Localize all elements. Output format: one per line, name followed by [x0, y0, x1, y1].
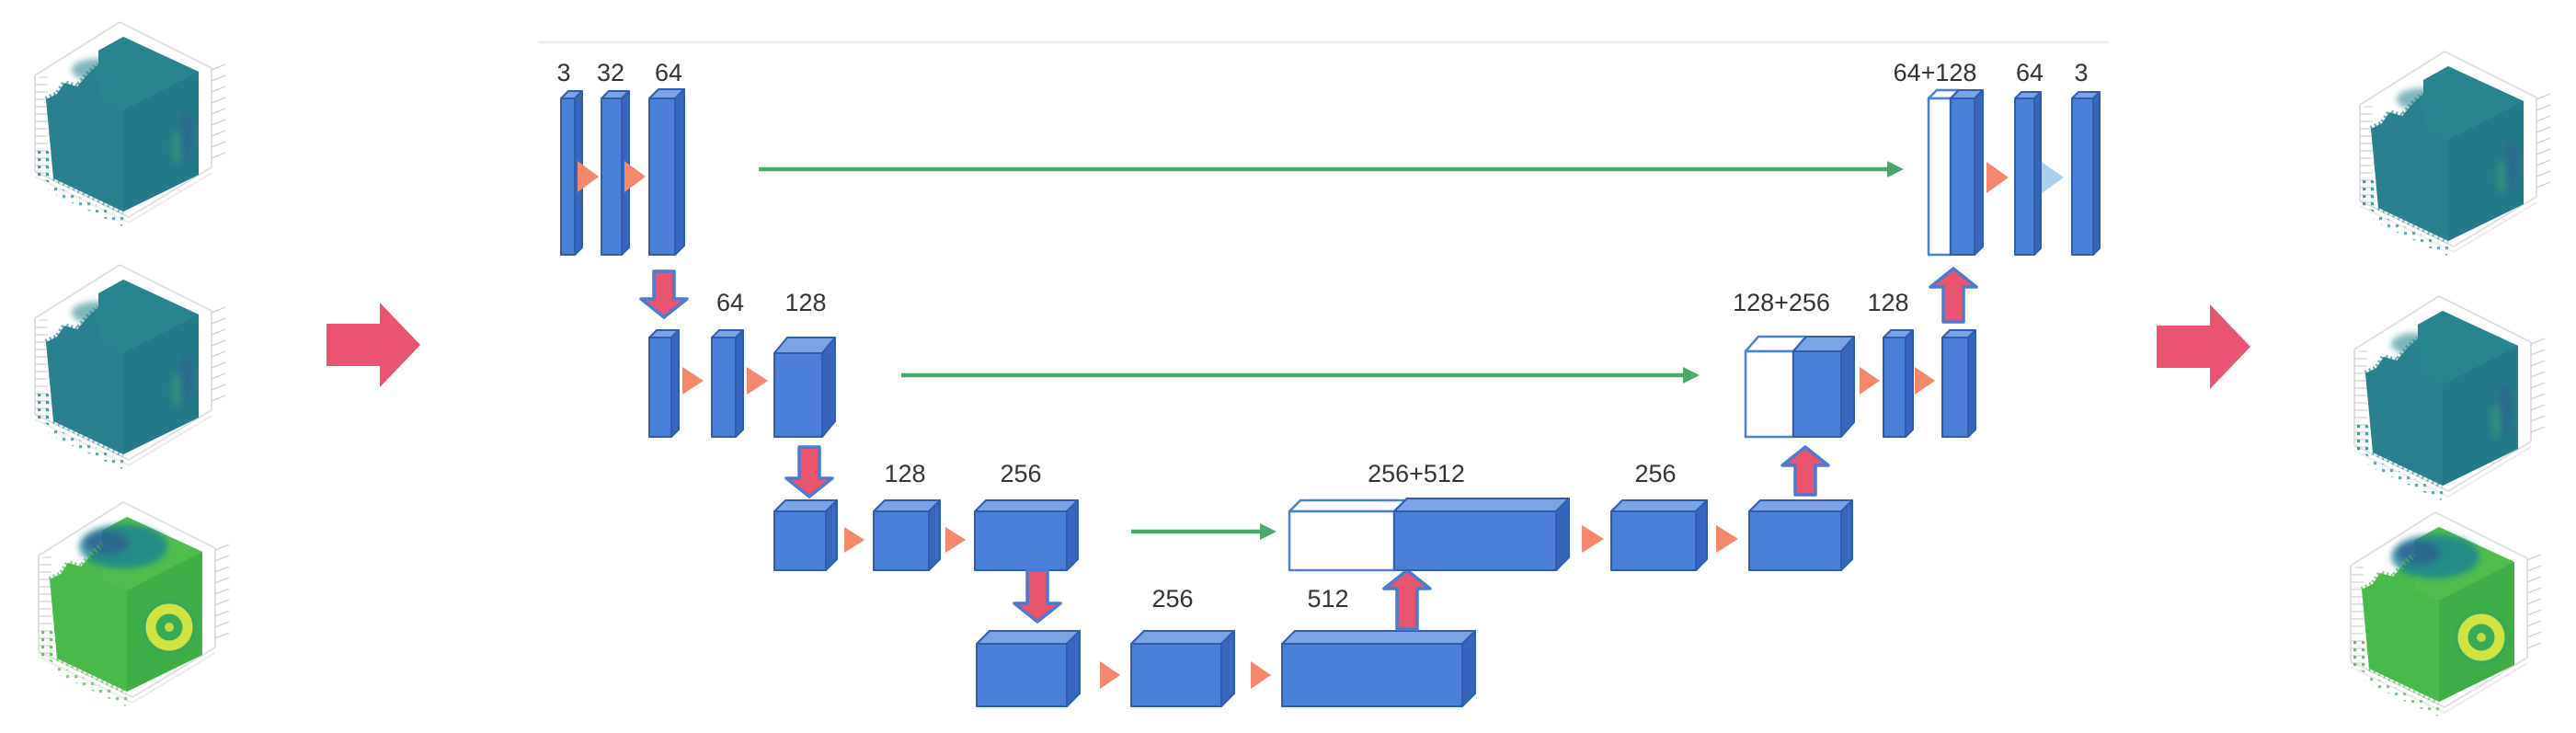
skip-connections — [759, 161, 1904, 540]
conv-arrow-icon — [578, 161, 599, 192]
conv-block — [711, 329, 744, 438]
final-conv-arrow-icon — [2042, 162, 2064, 193]
decoder-level3: 256+512 256 — [1288, 460, 1853, 572]
conv-arrow-icon — [682, 367, 704, 395]
conv-arrow-icon — [1100, 661, 1120, 689]
upsample-arrow-icon — [1780, 445, 1830, 497]
input-volumes — [35, 22, 229, 706]
channels-label: 3 — [2074, 59, 2088, 86]
channels-label: 64 — [655, 59, 682, 86]
conv-block — [1748, 499, 1853, 571]
concat-block — [1927, 88, 1984, 257]
channels-label: 256 — [1634, 460, 1676, 487]
output-volume-1 — [2360, 52, 2550, 256]
channels-label: 32 — [597, 59, 624, 86]
upsample-arrow-icon — [1929, 267, 1978, 324]
channels-label: 128 — [784, 289, 826, 316]
encoder-level1: 3 32 64 — [556, 59, 685, 256]
channels-label: 128 — [1867, 289, 1908, 316]
encoder-level2: 64 128 — [648, 289, 836, 438]
conv-arrow-icon — [844, 527, 864, 553]
conv-block — [1883, 329, 1914, 438]
downsample-arrow-icon — [1013, 568, 1062, 624]
output-volume-2 — [2354, 296, 2545, 500]
output-flow-arrow-icon — [2157, 304, 2250, 389]
channels-label: 64 — [716, 289, 744, 316]
input-volume-1 — [35, 22, 225, 226]
conv-block — [976, 630, 1081, 707]
output-conv-block — [2071, 91, 2101, 256]
output-volume-3 — [2351, 512, 2541, 716]
conv-block — [648, 88, 685, 256]
concat-block — [1744, 335, 1855, 439]
bottleneck-level: 256 512 — [976, 585, 1476, 707]
conv-block — [1610, 499, 1708, 571]
conv-block — [873, 499, 941, 571]
upsample-arrow-icon — [1382, 568, 1432, 631]
output-volumes — [2351, 52, 2550, 716]
decoder-level2: 128+256 128 — [1733, 289, 1976, 439]
encoder-level3: 128 256 — [773, 460, 1079, 571]
conv-block — [1281, 630, 1476, 707]
conv-block — [1130, 630, 1235, 707]
downsample-arrow-icon — [784, 445, 834, 498]
conv-block — [601, 90, 630, 256]
concat-block — [1288, 498, 1570, 572]
downsample-arrow-icon — [639, 269, 689, 319]
conv-arrow-icon — [1860, 367, 1880, 395]
channels-label: 3 — [556, 59, 570, 86]
channels-label: 256 — [1151, 585, 1193, 613]
conv-block — [1941, 329, 1976, 438]
conv-arrow-icon — [1251, 661, 1271, 689]
conv-arrow-icon — [1986, 162, 2009, 193]
channels-label: 512 — [1307, 585, 1348, 613]
conv-arrow-icon — [1716, 525, 1738, 553]
channels-label: 128 — [884, 460, 925, 487]
decoder-level1: 64+128 64 3 — [1894, 59, 2101, 257]
concat-label: 128+256 — [1733, 289, 1830, 316]
conv-arrow-icon — [1915, 367, 1935, 395]
concat-label: 64+128 — [1894, 59, 1977, 86]
input-volume-2 — [35, 265, 225, 469]
conv-block — [974, 499, 1079, 571]
channels-label: 64 — [2016, 59, 2044, 86]
conv-block — [2014, 91, 2042, 256]
conv-arrow-icon — [624, 161, 646, 192]
channels-label: 256 — [1000, 460, 1041, 487]
input-flow-arrow-icon — [326, 303, 420, 387]
input-volume-3 — [39, 502, 229, 706]
conv-block — [773, 337, 836, 438]
conv-block — [648, 329, 680, 438]
conv-arrow-icon — [1582, 525, 1604, 553]
conv-arrow-icon — [945, 527, 966, 553]
conv-block — [773, 499, 838, 571]
conv-arrow-icon — [747, 367, 768, 395]
concat-label: 256+512 — [1368, 460, 1465, 487]
